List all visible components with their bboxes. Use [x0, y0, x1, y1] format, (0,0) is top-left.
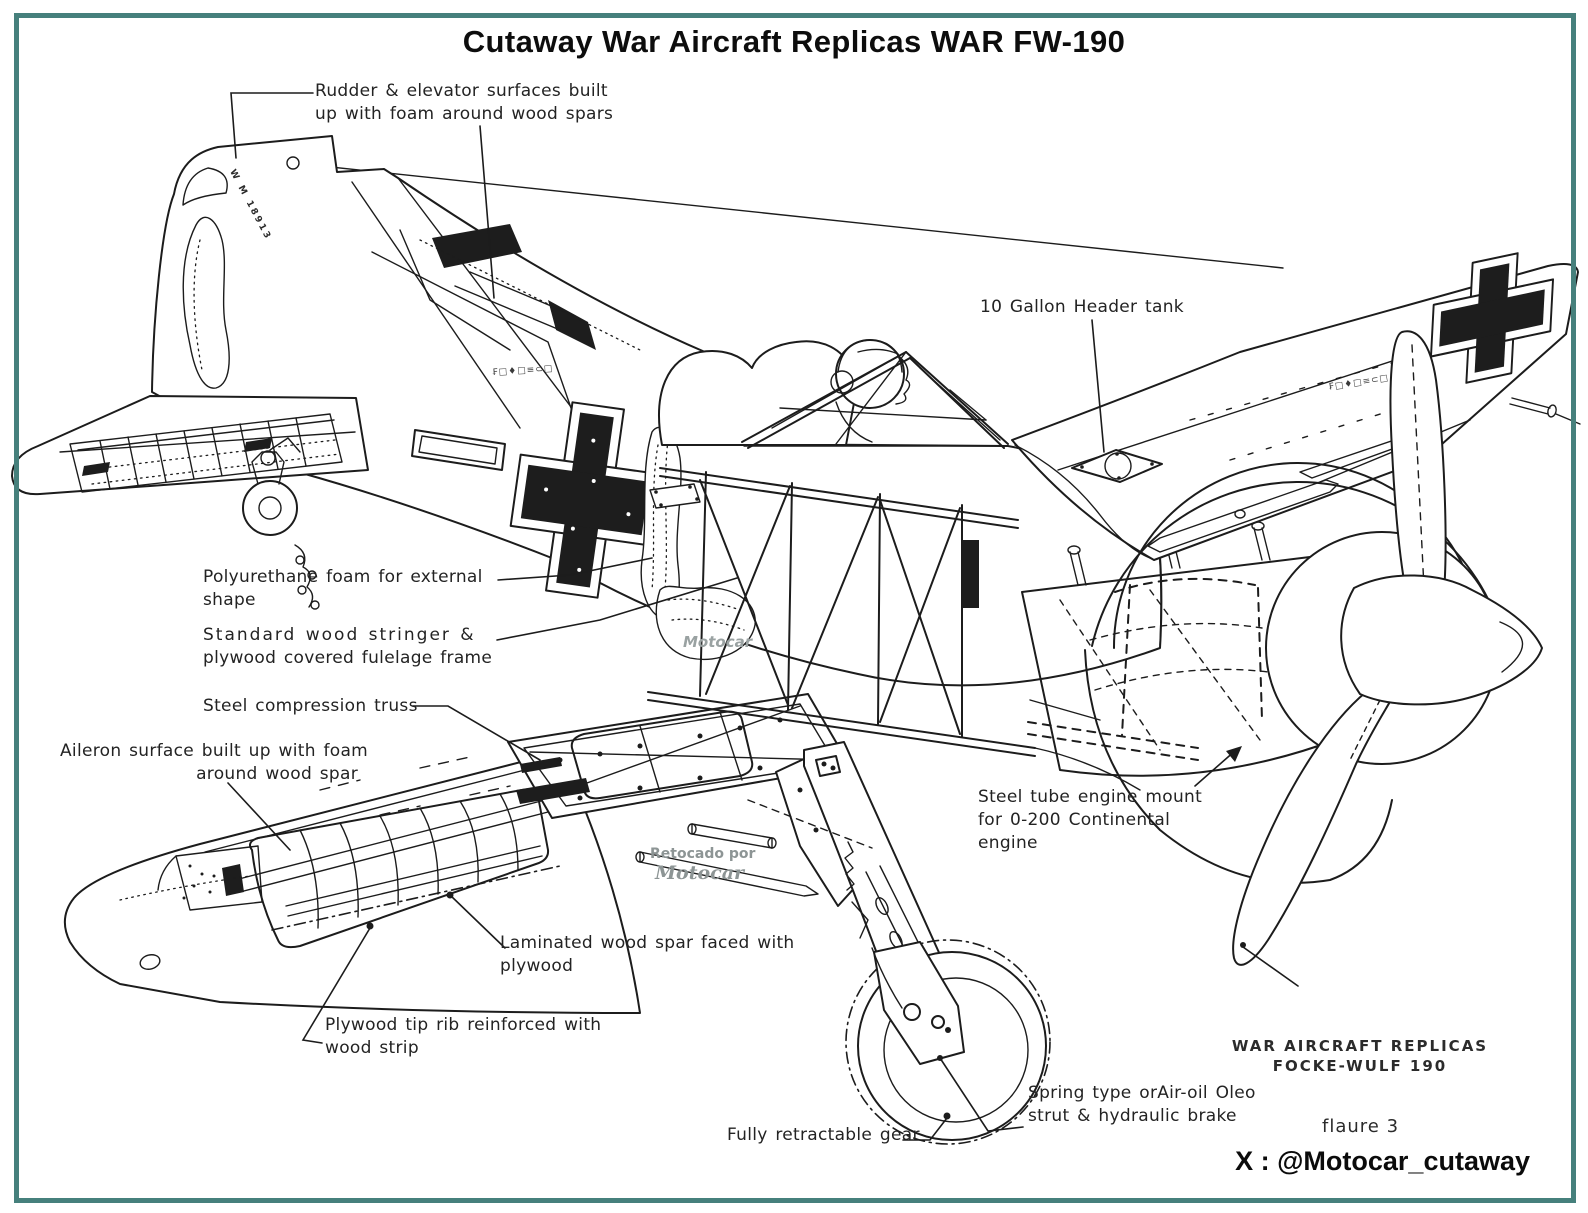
headrest-fairing	[658, 340, 859, 446]
label-laminated-spar: Laminated wood spar faced with plywood	[500, 933, 795, 976]
wing-surface-dashes	[319, 756, 511, 816]
tail-and-fuselage	[151, 135, 1163, 687]
engine-mount-dashes	[1027, 577, 1263, 761]
watermark-retouched-by: Retocado por	[650, 846, 756, 862]
panel-dashed-lines	[1059, 589, 1269, 751]
antenna-wire	[292, 162, 1284, 269]
landing-gear	[775, 741, 1051, 1145]
label-polyurethane-foam: Polyurethane foam for external shape	[203, 567, 483, 610]
gear-fork	[873, 941, 965, 1065]
header-tank-hatch	[1071, 449, 1163, 483]
rivets	[557, 717, 783, 801]
label-oleo-strut: Spring type orAir-oil Oleo strut & hydra…	[1028, 1083, 1256, 1126]
pitot-tube	[1509, 397, 1581, 425]
aileron-ribs	[299, 793, 519, 929]
label-compression-truss: Steel compression truss	[203, 696, 418, 716]
loose-pushrods	[635, 799, 873, 897]
tailwheel	[242, 437, 301, 536]
page-title: Cutaway War Aircraft Replicas WAR FW-190	[462, 24, 1126, 59]
propeller	[1232, 330, 1543, 966]
tip-stipple	[182, 864, 216, 900]
spinner	[1340, 574, 1543, 706]
steel-tube-truss	[647, 467, 1036, 757]
prop-blade-lower	[1232, 691, 1393, 966]
gear-ghost-circle	[845, 939, 1051, 1145]
watermark-signature: Motocar	[655, 862, 745, 884]
center-section-truss	[507, 693, 1141, 819]
fuselage-cross	[509, 401, 661, 599]
watermark-motocar: Motocar	[683, 633, 753, 651]
social-handle: X : @Motocar_cutaway	[1235, 1146, 1530, 1176]
label-header-tank: 10 Gallon Header tank	[980, 297, 1184, 317]
canopy-frame	[741, 351, 1009, 449]
leader-lines	[227, 92, 1299, 1141]
label-retractable-gear: Fully retractable gear	[727, 1125, 920, 1145]
label-aileron-surface: Aileron surface built up with foam aroun…	[60, 741, 369, 784]
hinge-hardware	[294, 544, 320, 610]
label-tip-rib: Plywood tip rib reinforced with wood str…	[325, 1015, 602, 1058]
foam-cross-section	[640, 426, 756, 660]
hatches	[649, 449, 1163, 509]
label-wood-stringer: Standard wood stringer & plywood covered…	[203, 625, 493, 668]
figure-caption: flaure 3	[1322, 1116, 1400, 1137]
wing-cross	[1429, 252, 1555, 384]
right-wing	[1011, 252, 1581, 561]
horizontal-stabilizer	[11, 395, 369, 496]
label-rudder-elevator: Rudder & elevator surfaces built up with…	[315, 81, 614, 124]
left-wing	[63, 751, 641, 1014]
cockpit	[658, 339, 1009, 449]
brand-block: WAR AIRCRAFT REPLICAS FOCKE-WULF 190	[1231, 1037, 1489, 1075]
label-engine-mount: Steel tube engine mount for 0-200 Contin…	[978, 787, 1203, 853]
